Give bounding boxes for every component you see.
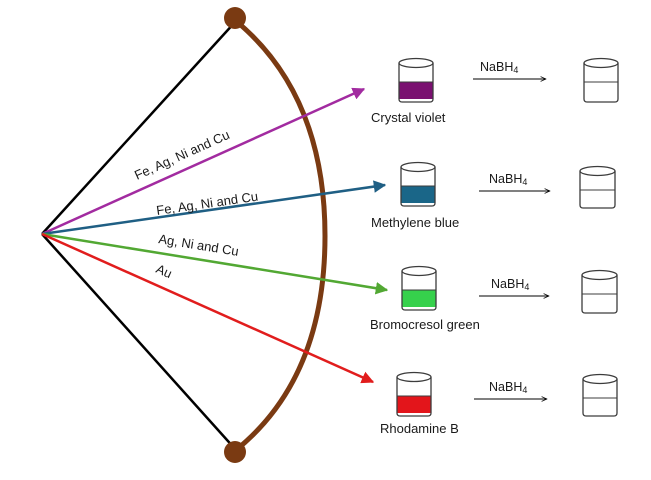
dye-row-methylene-blue: Methylene blue NaBH4: [371, 161, 616, 230]
dye-row-bromocresol-green: Bromocresol green NaBH4: [370, 265, 618, 332]
beaker-filled: [398, 57, 434, 103]
beaker-filled: [401, 265, 437, 311]
arrow-bromocresol-green: [41, 232, 389, 295]
bow-string: [233, 18, 328, 453]
arrow-rhodamine-b: [41, 232, 375, 384]
reagent-label: NaBH4: [480, 60, 518, 75]
beaker-empty: [582, 373, 618, 417]
bow: [41, 7, 328, 463]
metal-arrows: Fe, Ag, Ni and Cu Fe, Ag, Ni and Cu Ag, …: [41, 87, 389, 384]
bow-frame-top: [41, 20, 237, 235]
dye-label: Rhodamine B: [380, 421, 459, 436]
dye-row-crystal-violet: Crystal violet NaBH4: [371, 57, 619, 125]
arrow-label-1: Fe, Ag, Ni and Cu: [155, 189, 259, 218]
reagent-label: NaBH4: [491, 277, 529, 292]
dye-label: Bromocresol green: [370, 317, 480, 332]
reagent-label: NaBH4: [489, 380, 527, 395]
dye-label: Methylene blue: [371, 215, 459, 230]
dye-label: Crystal violet: [371, 110, 446, 125]
bow-knob-bottom: [224, 441, 246, 463]
arrow-label-3: Au: [154, 261, 175, 281]
bow-knob-top: [224, 7, 246, 29]
arrow-crystal-violet: [41, 87, 366, 236]
beaker-filled: [396, 371, 432, 417]
beaker-empty: [581, 269, 618, 314]
bow-frame-bottom: [41, 233, 237, 451]
beaker-filled: [400, 161, 436, 207]
beaker-empty: [583, 57, 619, 103]
reagent-label: NaBH4: [489, 172, 527, 187]
beaker-empty: [579, 165, 616, 209]
arrow-methylene-blue: [41, 180, 387, 236]
dye-row-rhodamine-b: Rhodamine B NaBH4: [380, 371, 618, 436]
